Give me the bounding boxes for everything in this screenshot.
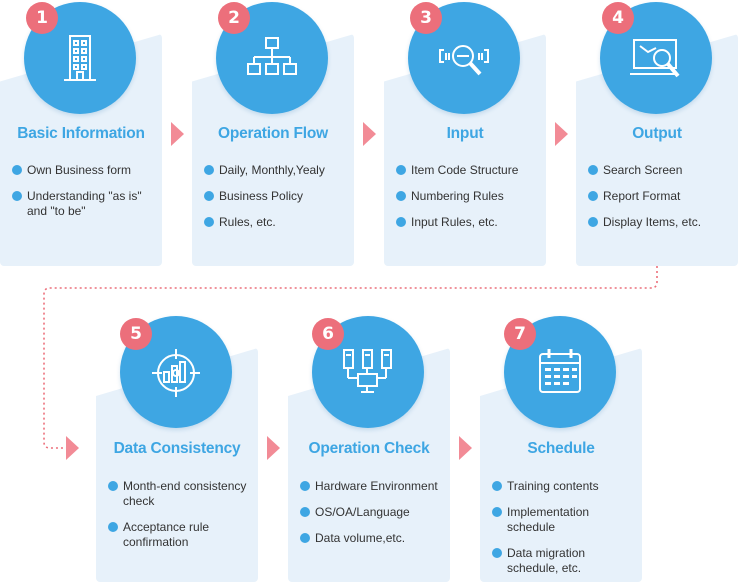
list-item: Training contents (492, 479, 638, 494)
org-chart-icon (247, 37, 297, 75)
arrow-right-icon (267, 436, 280, 460)
step-title: Data Consistency (113, 440, 241, 457)
arrow-right-icon (459, 436, 472, 460)
step-badge: 7 (504, 318, 536, 350)
step-2-items: Daily, Monthly,Yealy Business Policy Rul… (204, 163, 350, 241)
step-7-items: Training contents Implementation schedul… (492, 479, 638, 587)
arrow-right-icon (171, 122, 184, 146)
list-item: Own Business form (12, 163, 158, 178)
step-badge: 5 (120, 318, 152, 350)
list-item: Input Rules, etc. (396, 215, 542, 230)
server-network-icon (343, 349, 392, 393)
arrow-right-icon (66, 436, 79, 460)
step-5-items: Month-end consistency check Acceptance r… (108, 479, 254, 561)
list-item: Data volume,etc. (300, 531, 446, 546)
list-item: Hardware Environment (300, 479, 446, 494)
target-chart-icon (152, 349, 200, 397)
step-title: Operation Check (308, 440, 430, 457)
list-item: Display Items, etc. (588, 215, 734, 230)
list-item: Implementation schedule (492, 505, 638, 535)
list-item: Item Code Structure (396, 163, 542, 178)
list-item: Data migration schedule, etc. (492, 546, 638, 576)
step-1-items: Own Business form Understanding "as is" … (12, 163, 158, 230)
arrow-right-icon (363, 122, 376, 146)
step-4-items: Search Screen Report Format Display Item… (588, 163, 734, 241)
list-item: Daily, Monthly,Yealy (204, 163, 350, 178)
list-item: Understanding "as is" and "to be" (12, 189, 158, 219)
calendar-icon (539, 349, 581, 393)
step-title: Basic Information (17, 125, 145, 142)
step-badge: 6 (312, 318, 344, 350)
arrow-right-icon (555, 122, 568, 146)
step-badge: 2 (218, 2, 250, 34)
list-item: Report Format (588, 189, 734, 204)
list-item: Business Policy (204, 189, 350, 204)
step-badge: 3 (410, 2, 442, 34)
step-badge: 1 (26, 2, 58, 34)
step-badge: 4 (602, 2, 634, 34)
list-item: Search Screen (588, 163, 734, 178)
barcode-search-icon (439, 45, 489, 76)
list-item: OS/OA/Language (300, 505, 446, 520)
step-title: Schedule (527, 440, 595, 457)
step-title: Input (446, 125, 484, 142)
list-item: Month-end consistency check (108, 479, 254, 509)
list-item: Acceptance rule confirmation (108, 520, 254, 550)
laptop-search-icon (630, 39, 680, 78)
step-6-items: Hardware Environment OS/OA/Language Data… (300, 479, 446, 557)
step-title: Output (632, 125, 682, 142)
step-3-items: Item Code Structure Numbering Rules Inpu… (396, 163, 542, 241)
step-title: Operation Flow (217, 125, 328, 142)
list-item: Rules, etc. (204, 215, 350, 230)
list-item: Numbering Rules (396, 189, 542, 204)
building-icon (64, 35, 96, 81)
